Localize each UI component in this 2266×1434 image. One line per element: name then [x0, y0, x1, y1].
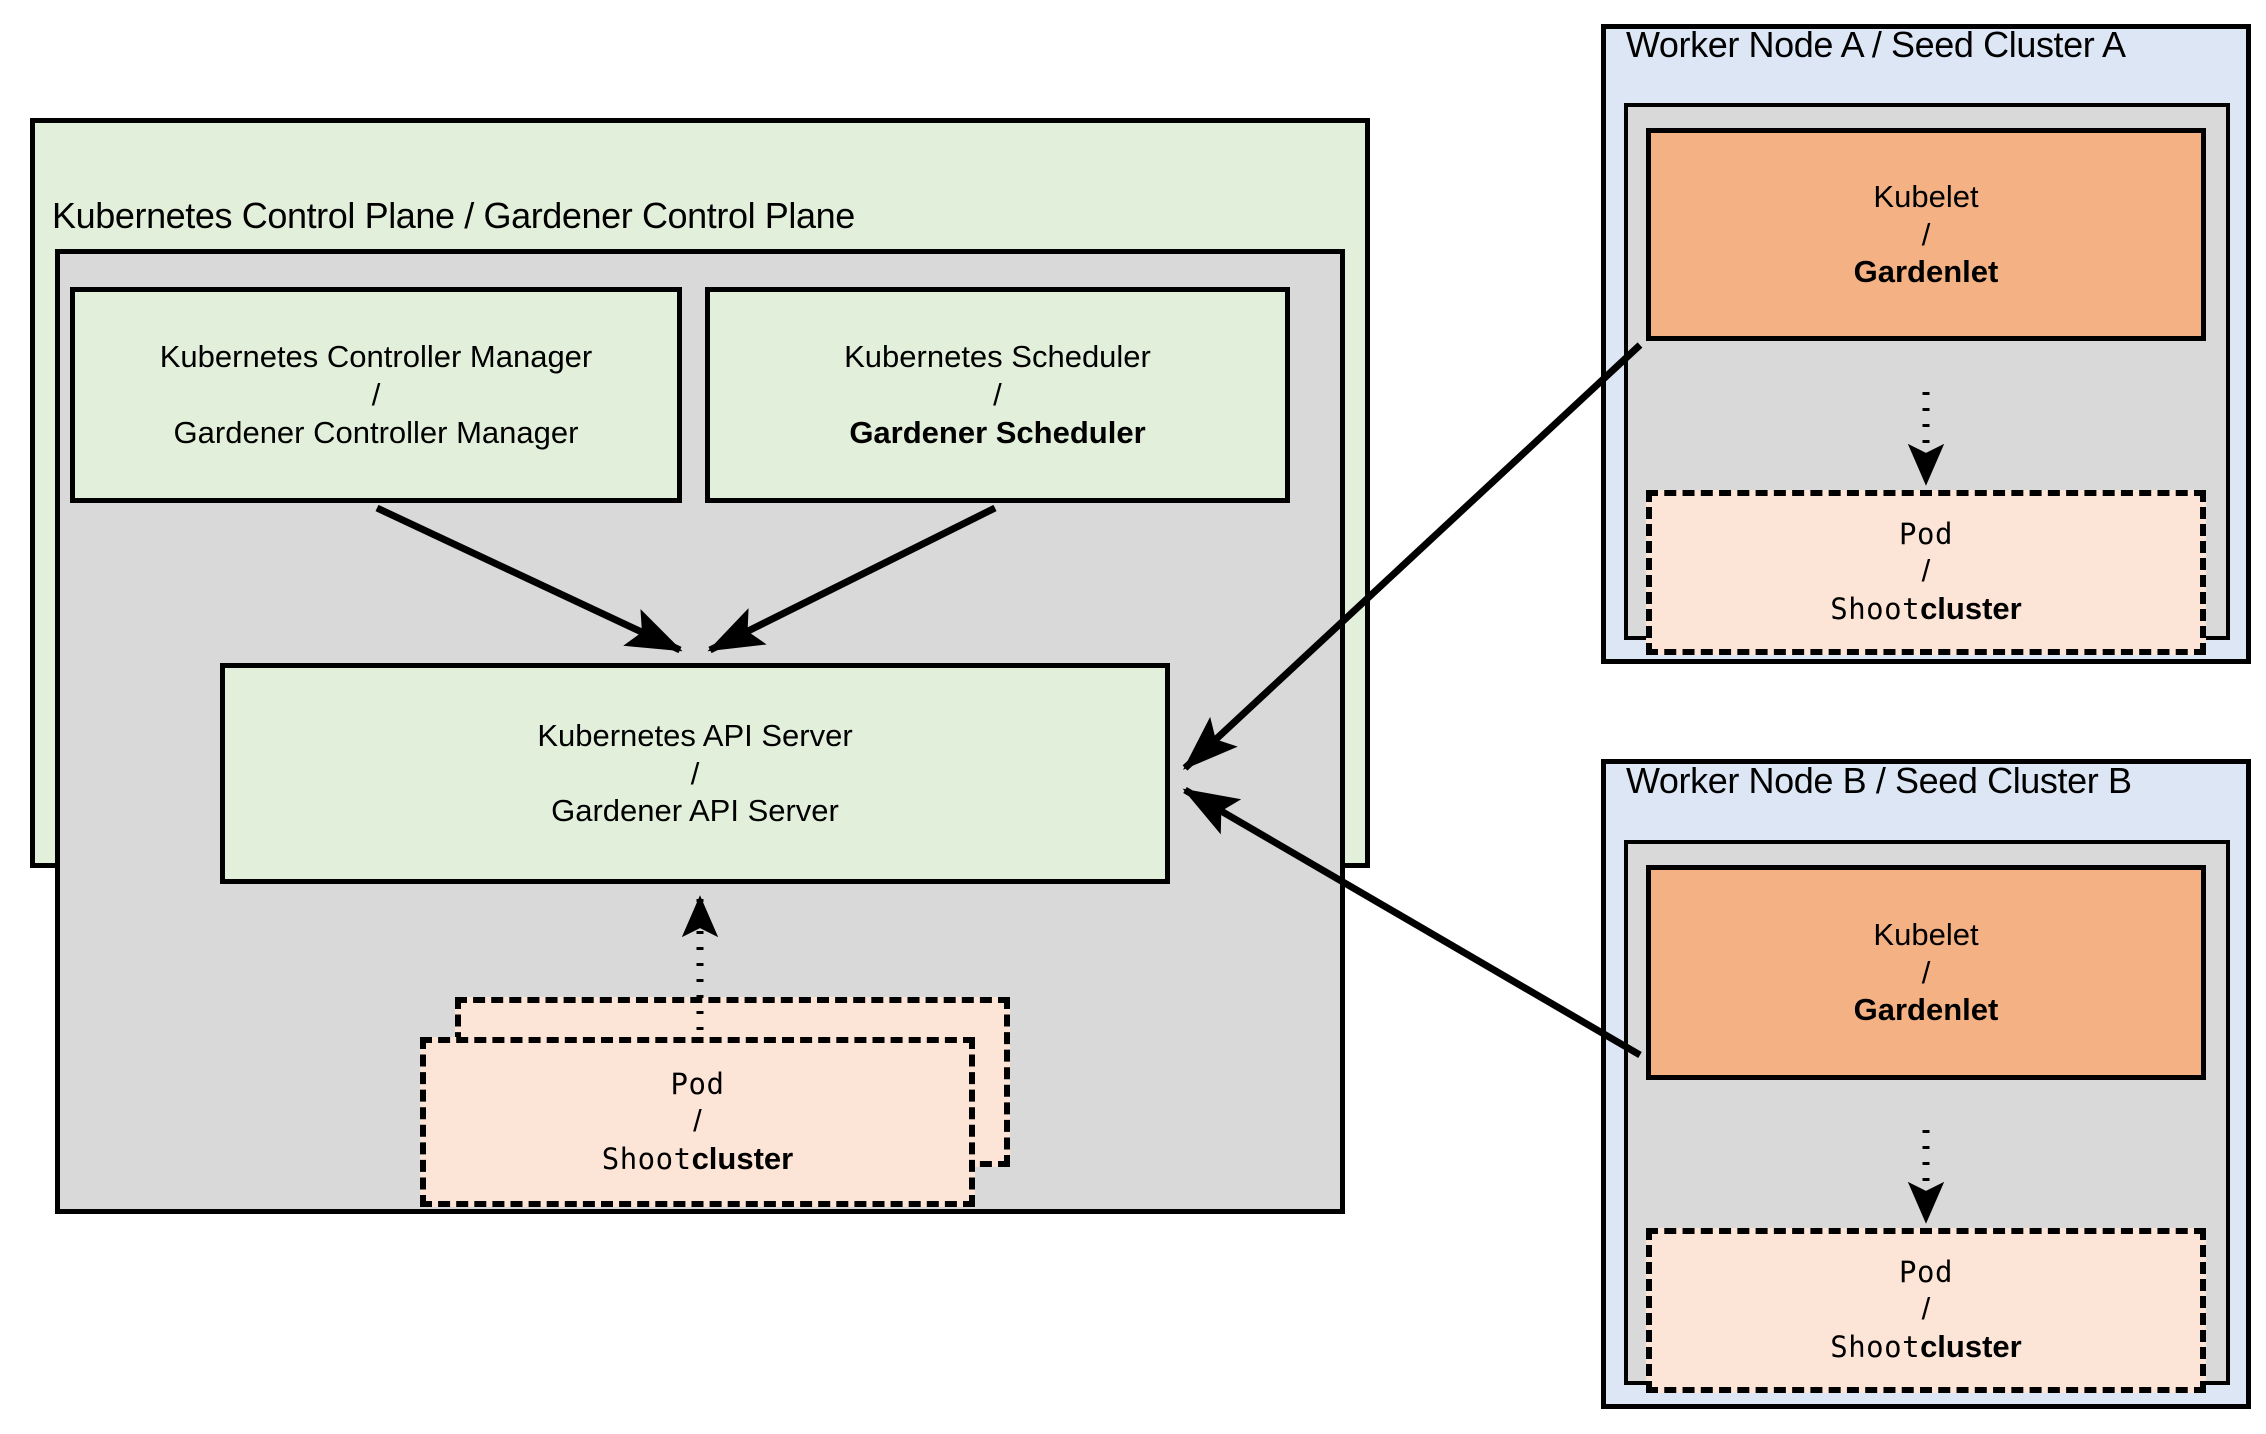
- kubernetes-scheduler-box[interactable]: Kubernetes Scheduler / Gardener Schedule…: [705, 287, 1290, 503]
- worker-node-a-pod-line2-mono: Shoot: [1830, 592, 1921, 627]
- control-plane-pod-line2: Shootcluster: [602, 1140, 793, 1178]
- control-plane-pod-box[interactable]: Pod / Shootcluster: [420, 1037, 975, 1207]
- kubernetes-api-server-box[interactable]: Kubernetes API Server / Gardener API Ser…: [220, 663, 1170, 884]
- gardenlet-a-labels: Kubelet / Gardenlet: [1854, 178, 1999, 291]
- worker-node-a-pod-line2: Shootcluster: [1830, 590, 2021, 628]
- gardenlet-a-line2: Gardenlet: [1853, 254, 1999, 290]
- control-plane-pod-line1: Pod: [670, 1066, 725, 1101]
- control-plane-pod-slash: /: [693, 1102, 702, 1138]
- control-plane-pod-line2-bold: cluster: [691, 1140, 794, 1176]
- worker-node-b-pod-labels: Pod / Shootcluster: [1830, 1255, 2021, 1366]
- gardenlet-b-line1: Kubelet: [1873, 916, 1979, 952]
- gardenlet-b-slash: /: [1921, 954, 1931, 990]
- scheduler-slash: /: [993, 377, 1002, 413]
- gardenlet-b-line2: Gardenlet: [1853, 992, 1999, 1028]
- worker-node-a-pod-line1: Pod: [1899, 517, 1953, 551]
- controller-manager-slash: /: [371, 377, 381, 413]
- worker-node-b-pod-line2-bold: cluster: [1920, 1329, 2022, 1365]
- worker-node-a-title: Worker Node A / Seed Cluster A: [1626, 24, 2126, 65]
- worker-node-b-pod-box[interactable]: Pod / Shootcluster: [1646, 1228, 2206, 1393]
- gardenlet-a-box[interactable]: Kubelet / Gardenlet: [1646, 128, 2206, 341]
- api-server-slash: /: [690, 755, 700, 791]
- gardenlet-b-box[interactable]: Kubelet / Gardenlet: [1646, 865, 2206, 1080]
- worker-node-b-pod-line1: Pod: [1899, 1255, 1953, 1289]
- worker-node-b-title: Worker Node B / Seed Cluster B: [1626, 760, 2132, 801]
- control-plane-pod-labels: Pod / Shootcluster: [602, 1067, 793, 1178]
- api-server-line2: Gardener API Server: [551, 793, 839, 829]
- gardenlet-b-labels: Kubelet / Gardenlet: [1854, 916, 1999, 1029]
- worker-node-b-pod-line2-mono: Shoot: [1830, 1330, 1921, 1365]
- worker-node-a-pod-box[interactable]: Pod / Shootcluster: [1646, 490, 2206, 655]
- controller-manager-line2: Gardener Controller Manager: [173, 414, 579, 450]
- worker-node-b-pod-slash: /: [1921, 1291, 1931, 1327]
- scheduler-line1: Kubernetes Scheduler: [844, 339, 1151, 375]
- gardenlet-a-line1: Kubelet: [1873, 178, 1979, 214]
- worker-node-a-pod-line2-bold: cluster: [1920, 591, 2022, 627]
- controller-manager-labels: Kubernetes Controller Manager / Gardener…: [160, 338, 593, 451]
- controller-manager-line1: Kubernetes Controller Manager: [159, 339, 593, 375]
- scheduler-line2: Gardener Scheduler: [849, 414, 1146, 450]
- gardenlet-a-slash: /: [1921, 216, 1931, 252]
- api-server-line1: Kubernetes API Server: [537, 717, 853, 753]
- worker-node-a-pod-slash: /: [1921, 553, 1931, 589]
- worker-node-b-pod-line2: Shootcluster: [1830, 1328, 2021, 1366]
- kubernetes-controller-manager-box[interactable]: Kubernetes Controller Manager / Gardener…: [70, 287, 682, 503]
- control-plane-title: Kubernetes Control Plane / Gardener Cont…: [52, 195, 855, 236]
- worker-node-a-pod-labels: Pod / Shootcluster: [1830, 517, 2021, 628]
- scheduler-labels: Kubernetes Scheduler / Gardener Schedule…: [844, 338, 1151, 451]
- api-server-labels: Kubernetes API Server / Gardener API Ser…: [537, 717, 852, 830]
- control-plane-pod-line2-mono: Shoot: [601, 1141, 692, 1176]
